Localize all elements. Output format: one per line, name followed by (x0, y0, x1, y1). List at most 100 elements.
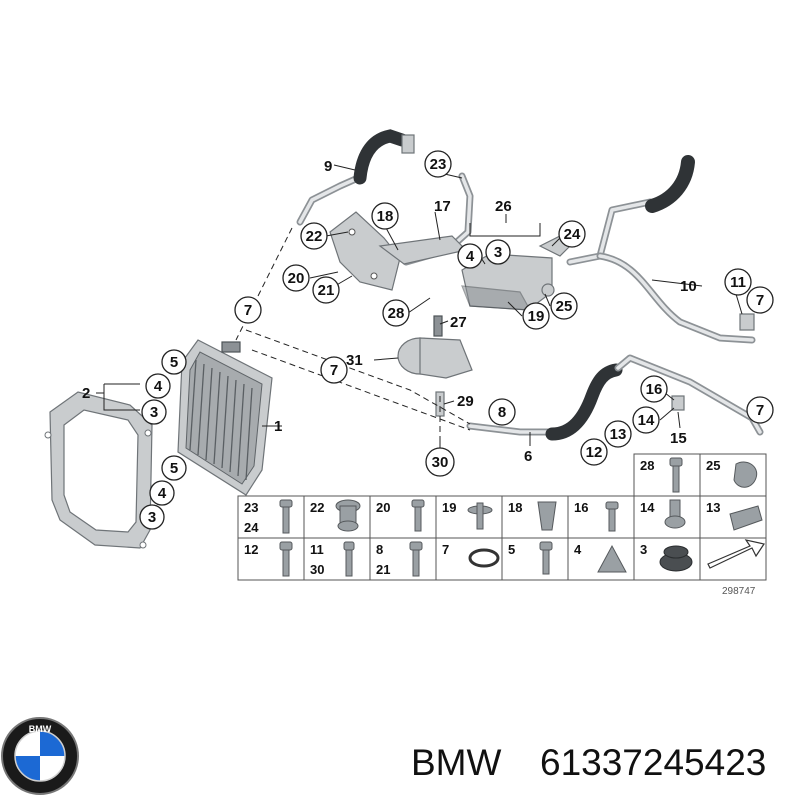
callout-circle-22 (300, 222, 328, 250)
hose-9 (296, 129, 415, 226)
callout-circle-4b (149, 480, 175, 506)
callout-circle-16 (640, 375, 668, 403)
callout-circle-24 (558, 220, 586, 248)
callout-circle-20 (282, 264, 310, 292)
callout-circle-13 (604, 420, 632, 448)
callout-3a: 3 (150, 404, 158, 421)
callout-29: 29 (457, 393, 474, 410)
callout-circle-14 (632, 406, 660, 434)
legend-top-6: 16 (574, 500, 588, 515)
callout-31: 31 (346, 352, 363, 369)
callout-3c: 3 (494, 244, 502, 261)
callout-10: 10 (680, 278, 697, 295)
legend-right-13: 13 (706, 500, 720, 515)
legend-top-5: 18 (508, 500, 522, 515)
legend-top-4: 19 (442, 500, 456, 515)
callout-14: 14 (638, 412, 655, 429)
callout-circle-5b (161, 455, 187, 481)
callout-30: 30 (432, 454, 449, 471)
callout-circle-7c (746, 286, 774, 314)
legend-bottom-2: 11 (310, 542, 324, 557)
callout-8: 8 (498, 404, 506, 421)
callout-7d: 7 (756, 402, 764, 419)
callout-19: 19 (528, 308, 545, 325)
callout-circle-4c (457, 243, 483, 269)
callout-26: 26 (495, 198, 512, 215)
callout-circle-12 (580, 438, 608, 466)
callout-5b: 5 (170, 460, 178, 477)
callout-18: 18 (377, 208, 394, 225)
callout-28: 28 (388, 305, 405, 322)
callout-circle-3a (141, 399, 167, 425)
callout-circle-23 (424, 150, 452, 178)
callout-circle-3b (139, 504, 165, 530)
callout-1: 1 (274, 418, 282, 435)
callout-4c: 4 (466, 248, 475, 265)
oil-cooler-radiator (177, 339, 273, 496)
callout-circle-19 (522, 302, 550, 330)
callout-labels: 1 2 5 4 3 5 4 3 7 7 7 7 8 6 9 10 11 12 1… (82, 150, 774, 530)
legend-top-1b: 24 (244, 520, 259, 535)
footer-part-number: 61337245423 (540, 742, 766, 783)
callout-circle-3c (485, 239, 511, 265)
callout-9: 9 (324, 158, 332, 175)
parts-legend-grid: 23 24 22 20 19 18 16 12 11 30 8 21 7 5 4… (237, 453, 767, 581)
callout-17: 17 (434, 198, 451, 215)
callout-circle-7a (234, 296, 262, 324)
callout-7c: 7 (756, 292, 764, 309)
hose-6 (466, 354, 764, 441)
legend-bottom-1: 12 (244, 542, 258, 557)
legend-bottom-6: 4 (574, 542, 582, 557)
legend-bottom-2b: 30 (310, 562, 324, 577)
footer-brand: BMW (411, 742, 502, 783)
callout-circle-30 (425, 447, 455, 477)
callout-4b: 4 (158, 485, 167, 502)
callout-circle-4a (145, 373, 171, 399)
bmw-logo-text: BMW (29, 724, 52, 734)
callout-23: 23 (430, 156, 447, 173)
legend-right-3: 3 (640, 542, 647, 557)
callout-7a: 7 (244, 302, 252, 319)
bracket-frame (44, 391, 153, 549)
bmw-logo: BMW (1, 717, 79, 795)
auxiliary-pump (397, 315, 473, 417)
legend-part-icons (279, 457, 765, 577)
callout-24: 24 (564, 226, 581, 243)
callout-6: 6 (524, 448, 532, 465)
legend-top-2: 22 (310, 500, 324, 515)
support-bracket (329, 211, 468, 291)
callout-circle-18 (371, 202, 399, 230)
callout-7b: 7 (330, 362, 338, 379)
callout-27: 27 (450, 314, 467, 331)
hose-10 (566, 155, 756, 344)
callout-circle-21 (312, 276, 340, 304)
callout-circle-7d (746, 396, 774, 424)
callout-16: 16 (646, 381, 663, 398)
legend-bottom-3b: 21 (376, 562, 390, 577)
callout-21: 21 (318, 282, 335, 299)
callout-25: 25 (556, 298, 573, 315)
callout-5a: 5 (170, 354, 178, 371)
legend-top-3: 20 (376, 500, 390, 515)
legend-bottom-4: 7 (442, 542, 449, 557)
legend-right-25: 25 (706, 458, 720, 473)
callout-11: 11 (730, 274, 746, 291)
legend-right-14: 14 (640, 500, 655, 515)
legend-bottom-3: 8 (376, 542, 383, 557)
legend-top-1: 23 (244, 500, 258, 515)
legend-right-28: 28 (640, 458, 654, 473)
callout-circle-28 (382, 299, 410, 327)
callout-15: 15 (670, 430, 687, 447)
callout-circle-5a (161, 349, 187, 375)
legend-bottom-5: 5 (508, 542, 515, 557)
diagram-number: 298747 (722, 586, 756, 597)
callout-22: 22 (306, 228, 323, 245)
callout-3b: 3 (148, 509, 156, 526)
callout-circle-25 (550, 292, 578, 320)
callout-circle-11 (724, 268, 752, 296)
callout-circle-7b (320, 356, 348, 384)
callout-2: 2 (82, 385, 90, 402)
callout-circle-8 (488, 398, 516, 426)
